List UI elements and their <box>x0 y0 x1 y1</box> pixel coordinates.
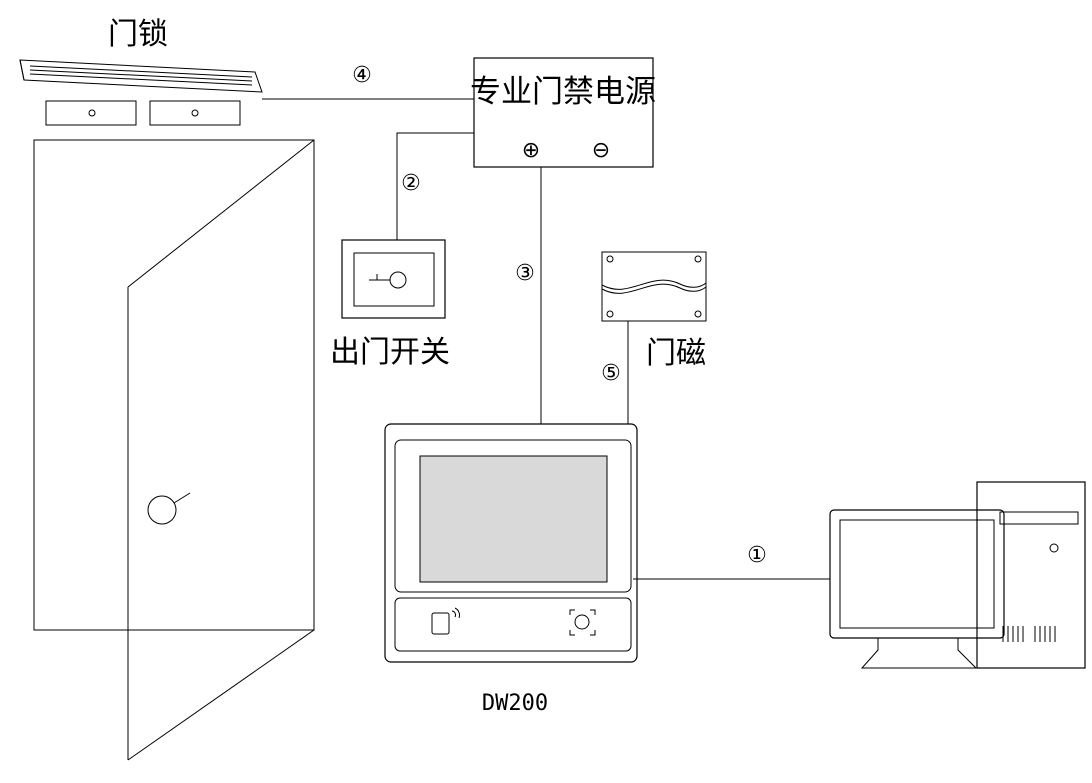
door-sensor-label: 门磁 <box>646 336 706 371</box>
connection-2-label: ② <box>401 171 421 196</box>
exit-button-label: 出门开关 <box>330 335 450 370</box>
connection-5-label: ⑤ <box>601 361 621 386</box>
wires <box>262 98 830 580</box>
connection-1-label: ① <box>747 543 767 568</box>
door-icon <box>33 139 315 761</box>
door-lock-icon <box>19 59 263 126</box>
door-lock-label: 门锁 <box>108 17 168 52</box>
access-control-device-icon <box>384 423 638 663</box>
device-model-label: DW200 <box>482 691 548 716</box>
minus-terminal-icon: ⊖ <box>592 138 610 163</box>
exit-button-icon <box>341 239 446 319</box>
power-supply-label: 专业门禁电源 <box>470 74 656 110</box>
door-sensor-icon <box>601 251 707 322</box>
power-supply-box <box>473 57 654 168</box>
computer-icon <box>829 481 1086 669</box>
plus-terminal-icon: ⊕ <box>522 138 540 163</box>
connection-4-label: ④ <box>352 63 372 88</box>
connection-3-label: ③ <box>515 261 535 286</box>
